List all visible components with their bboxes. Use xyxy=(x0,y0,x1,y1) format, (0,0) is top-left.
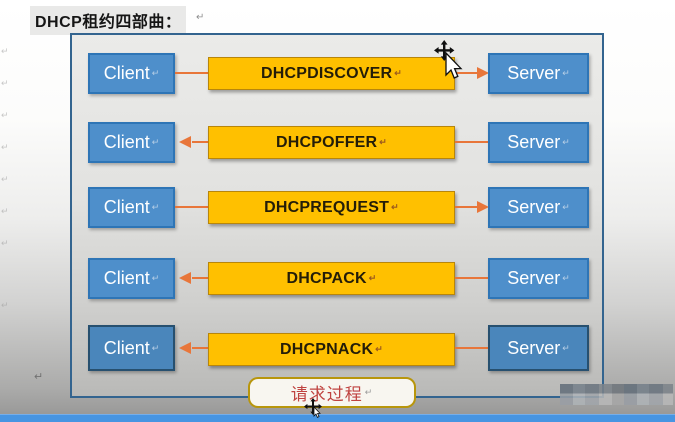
paragraph-mark-icon: ↵ xyxy=(1,46,9,56)
client-node[interactable]: Client ↵ xyxy=(88,258,175,299)
paragraph-mark-icon: ↵ xyxy=(562,68,570,78)
client-node[interactable]: Client ↵ xyxy=(88,53,175,94)
connector-line xyxy=(455,277,488,279)
server-node[interactable]: Server ↵ xyxy=(488,187,589,228)
paragraph-mark-icon: ↵ xyxy=(364,387,374,397)
paragraph-mark-icon: ↵ xyxy=(196,12,205,23)
connector-line xyxy=(192,141,208,143)
paragraph-mark-icon: ↵ xyxy=(1,238,9,248)
paragraph-mark-icon: ↵ xyxy=(562,137,570,147)
paragraph-mark-icon: ↵ xyxy=(391,202,399,212)
connector-line xyxy=(455,141,488,143)
paragraph-mark-icon: ↵ xyxy=(562,342,570,353)
server-node[interactable]: Server ↵ xyxy=(488,325,589,371)
paragraph-mark-icon: ↵ xyxy=(368,273,377,283)
arrowhead-right-icon xyxy=(477,67,489,79)
server-node[interactable]: Server ↵ xyxy=(488,258,589,299)
arrowhead-left-icon xyxy=(179,272,191,284)
move-cursor-icon xyxy=(304,398,322,418)
arrowhead-right-icon xyxy=(477,201,489,213)
client-label: Client xyxy=(103,197,150,217)
page-title-text: DHCP租约四部曲： xyxy=(35,14,182,31)
message-label: DHCPNACK xyxy=(280,340,374,358)
paragraph-mark-icon: ↵ xyxy=(379,137,388,147)
client-node[interactable]: Client ↵ xyxy=(88,122,175,163)
client-label: Client xyxy=(103,132,150,152)
server-node[interactable]: Server ↵ xyxy=(488,122,589,163)
message-box-dhcpoffer[interactable]: DHCPOFFER ↵ xyxy=(208,126,455,159)
connector-line xyxy=(455,206,478,208)
paragraph-mark-icon: ↵ xyxy=(375,344,383,354)
paragraph-mark-icon: ↵ xyxy=(34,371,44,383)
paragraph-mark-icon: ↵ xyxy=(151,342,160,353)
server-label: Server xyxy=(507,268,561,288)
paragraph-mark-icon: ↵ xyxy=(151,137,160,147)
server-node[interactable]: Server ↵ xyxy=(488,53,589,94)
paragraph-mark-icon: ↵ xyxy=(1,174,9,184)
paragraph-mark-icon: ↵ xyxy=(1,142,9,152)
server-label: Server xyxy=(507,197,561,217)
client-label: Client xyxy=(103,268,150,288)
server-label: Server xyxy=(507,63,561,83)
paragraph-mark-icon: ↵ xyxy=(1,78,9,88)
client-node[interactable]: Client ↵ xyxy=(88,187,175,228)
message-label: DHCPREQUEST xyxy=(264,198,390,216)
blurred-watermark xyxy=(560,384,673,405)
paragraph-mark-icon: ↵ xyxy=(1,206,9,216)
arrowhead-left-icon xyxy=(179,342,191,354)
connector-line xyxy=(192,277,208,279)
message-box-dhcprequest[interactable]: DHCPREQUEST ↵ xyxy=(208,191,455,224)
paragraph-mark-icon: ↵ xyxy=(562,273,570,283)
footer-label-text: 请求过程 xyxy=(290,385,363,404)
connector-line xyxy=(175,206,208,208)
client-node[interactable]: Client ↵ xyxy=(88,325,175,371)
paragraph-mark-icon: ↵ xyxy=(151,68,160,78)
paragraph-mark-icon: ↵ xyxy=(394,68,403,78)
message-box-dhcpnack[interactable]: DHCPNACK ↵ xyxy=(208,333,455,366)
connector-line xyxy=(455,347,488,349)
paragraph-mark-icon: ↵ xyxy=(1,300,9,310)
bottom-blue-bar xyxy=(0,414,675,422)
connector-line xyxy=(192,347,208,349)
paragraph-mark-icon: ↵ xyxy=(562,202,570,212)
client-label: Client xyxy=(103,63,150,83)
paragraph-mark-icon: ↵ xyxy=(151,202,160,212)
page-title: DHCP租约四部曲： xyxy=(30,6,187,35)
paragraph-mark-icon: ↵ xyxy=(1,110,9,120)
server-label: Server xyxy=(507,132,561,152)
message-box-dhcpack[interactable]: DHCPACK ↵ xyxy=(208,262,455,295)
message-label: DHCPACK xyxy=(286,269,367,287)
client-label: Client xyxy=(103,337,150,358)
footer-label[interactable]: 请求过程 ↵ xyxy=(248,377,416,408)
message-label: DHCPOFFER xyxy=(275,133,378,151)
paragraph-mark-icon: ↵ xyxy=(151,273,160,283)
arrowhead-left-icon xyxy=(179,136,191,148)
server-label: Server xyxy=(507,337,561,358)
connector-line xyxy=(175,72,208,74)
message-box-dhcpdiscover[interactable]: DHCPDISCOVER ↵ xyxy=(208,57,455,90)
connector-line xyxy=(455,72,478,74)
move-cursor-icon xyxy=(434,40,463,79)
message-label: DHCPDISCOVER xyxy=(260,64,393,82)
